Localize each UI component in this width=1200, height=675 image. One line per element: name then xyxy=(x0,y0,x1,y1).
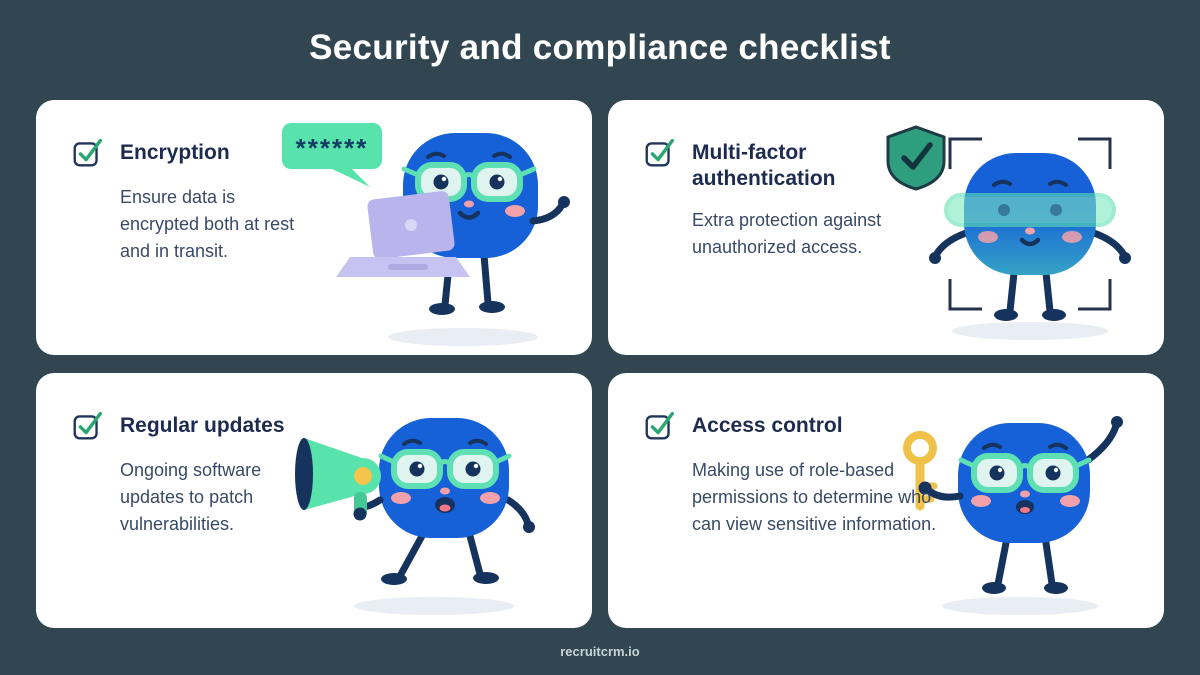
checkbox-checked-icon xyxy=(73,138,103,167)
card-regular-updates: Regular updates Ongoing software updates… xyxy=(36,373,592,628)
card-mfa-description: Extra protection against unauthorized ac… xyxy=(692,209,882,257)
card-encryption-content: Encryption Ensure data is encrypted both… xyxy=(70,134,300,265)
laptop-icon xyxy=(336,191,470,277)
mascot-holding-key-illustration xyxy=(903,416,1123,615)
checklist-grid: Encryption Ensure data is encrypted both… xyxy=(36,100,1164,628)
mascot-with-megaphone-illustration xyxy=(295,418,535,615)
card-multi-factor-authentication: Multi-factor authentication Extra protec… xyxy=(608,100,1164,355)
card-access-description: Making use of role-based permissions to … xyxy=(692,460,937,534)
card-updates-content: Regular updates Ongoing software updates… xyxy=(70,407,315,538)
card-encryption-head: Encryption xyxy=(70,134,300,170)
checkbox-checked-icon xyxy=(645,411,675,440)
card-access-content: Access control Making use of role-based … xyxy=(642,407,942,538)
card-updates-description: Ongoing software updates to patch vulner… xyxy=(120,460,262,534)
card-mfa-title: Multi-factor authentication xyxy=(692,141,836,191)
scan-frame-icon xyxy=(948,137,1112,311)
mascot-with-laptop-illustration: ****** xyxy=(282,123,570,346)
password-bubble: ****** xyxy=(282,123,382,187)
shield-check-icon xyxy=(886,125,946,191)
card-mfa-head: Multi-factor authentication xyxy=(642,134,917,193)
checkbox-checked-icon xyxy=(73,411,103,440)
footer-brand: recruitcrm.io xyxy=(560,644,640,659)
page-title: Security and compliance checklist xyxy=(309,28,891,67)
card-encryption-description: Ensure data is encrypted both at rest an… xyxy=(120,187,295,261)
card-encryption: Encryption Ensure data is encrypted both… xyxy=(36,100,592,355)
card-access-title: Access control xyxy=(692,414,843,437)
card-updates-head: Regular updates xyxy=(70,407,315,443)
card-mfa-content: Multi-factor authentication Extra protec… xyxy=(642,134,917,261)
megaphone-icon xyxy=(295,438,381,518)
card-access-control: Access control Making use of role-based … xyxy=(608,373,1164,628)
card-access-head: Access control xyxy=(642,407,942,443)
mascot-face-scan-illustration xyxy=(886,125,1131,340)
checkbox-checked-icon xyxy=(645,138,675,167)
password-bubble-text: ****** xyxy=(296,133,369,163)
card-encryption-title: Encryption xyxy=(120,141,230,164)
card-updates-title: Regular updates xyxy=(120,414,285,437)
